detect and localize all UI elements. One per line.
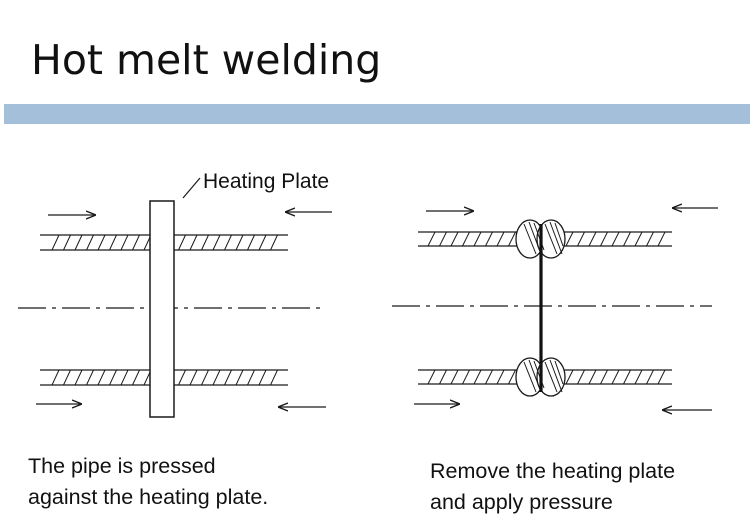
hatch-mark — [86, 234, 94, 251]
hatch-mark — [258, 369, 267, 386]
hatch-mark — [74, 369, 83, 386]
left-caption-line-2: against the heating plate. — [28, 485, 269, 509]
hatch-mark — [496, 369, 505, 385]
heating-plate-leader — [182, 177, 201, 199]
hatch-mark — [646, 369, 654, 385]
hatch-mark — [577, 231, 585, 247]
hatch-mark — [235, 369, 244, 386]
hatch-mark — [51, 234, 60, 251]
hatch-mark — [247, 234, 255, 251]
hatch-mark — [224, 369, 232, 386]
hatch-mark — [450, 369, 459, 385]
hatch-mark — [657, 231, 666, 247]
hatch-mark — [109, 234, 117, 251]
hatch-mark — [109, 369, 117, 386]
title-underline-bar — [4, 104, 750, 124]
hatch-mark — [63, 369, 71, 386]
left-caption-line-1: The pipe is pressed — [28, 454, 216, 478]
hatch-mark — [212, 234, 221, 251]
left-panel: Heating Plate — [18, 170, 332, 418]
hatch-mark — [611, 369, 620, 385]
hatch-mark — [178, 369, 186, 386]
hatch-mark — [427, 231, 436, 247]
hatch-mark — [439, 369, 447, 385]
hatch-mark — [588, 231, 597, 247]
hatch-mark — [600, 369, 608, 385]
hatch-mark — [189, 234, 198, 251]
hatch-mark — [646, 231, 654, 247]
hatch-mark — [450, 231, 459, 247]
hatch-mark — [201, 369, 209, 386]
hatch-mark — [485, 369, 493, 385]
hatch-mark — [132, 234, 140, 251]
page-title: Hot melt welding — [31, 36, 382, 84]
hatch-mark — [496, 231, 505, 247]
heating-plate — [149, 200, 175, 418]
hatch-mark — [634, 369, 643, 385]
right-caption-line-1: Remove the heating plate — [430, 459, 676, 483]
hatch-mark — [270, 369, 278, 386]
hatch-mark — [86, 369, 94, 386]
left-caption: The pipe is pressed against the heating … — [28, 451, 268, 513]
hatch-mark — [51, 369, 60, 386]
hatch-mark — [132, 369, 140, 386]
hatch-mark — [508, 369, 516, 385]
hatch-mark — [270, 234, 278, 251]
hatch-mark — [212, 369, 221, 386]
hatch-mark — [623, 231, 631, 247]
hatch-mark — [97, 369, 106, 386]
hatch-mark — [473, 369, 482, 385]
hatch-mark — [623, 369, 631, 385]
hatch-mark — [565, 231, 574, 247]
hatch-mark — [178, 234, 186, 251]
right-caption-line-2: and apply pressure — [430, 490, 613, 514]
hatch-mark — [577, 369, 585, 385]
hatch-mark — [611, 231, 620, 247]
hatch-mark — [588, 369, 597, 385]
hatch-mark — [462, 231, 470, 247]
hatch-mark — [120, 234, 129, 251]
heating-plate-label: Heating Plate — [203, 170, 329, 193]
hatch-mark — [485, 231, 493, 247]
bottom-weld-bead — [515, 357, 566, 397]
hatch-mark — [258, 234, 267, 251]
hatch-mark — [473, 231, 482, 247]
hatch-mark — [74, 234, 83, 251]
right-panel — [392, 208, 718, 410]
hatch-mark — [439, 231, 447, 247]
hatch-mark — [201, 234, 209, 251]
hatch-mark — [634, 231, 643, 247]
top-weld-bead — [515, 219, 566, 259]
hatch-mark — [247, 369, 255, 386]
hatch-mark — [235, 234, 244, 251]
hatch-mark — [427, 369, 436, 385]
right-caption: Remove the heating plate and apply press… — [430, 456, 675, 518]
hatch-mark — [97, 234, 106, 251]
hatch-mark — [189, 369, 198, 386]
hatch-mark — [462, 369, 470, 385]
hatch-mark — [63, 234, 71, 251]
hatch-mark — [224, 234, 232, 251]
hatch-mark — [565, 369, 574, 385]
hatch-mark — [120, 369, 129, 386]
hatch-mark — [657, 369, 666, 385]
hatch-mark — [508, 231, 516, 247]
hatch-mark — [600, 231, 608, 247]
